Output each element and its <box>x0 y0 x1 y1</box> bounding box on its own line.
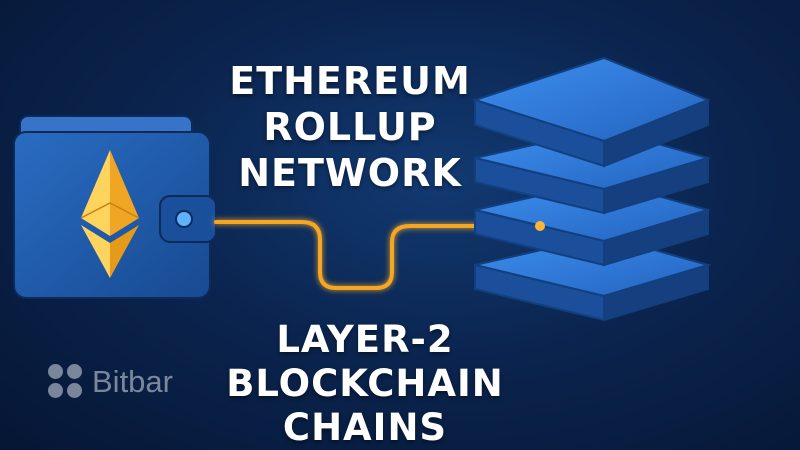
headline-line-2: ROLLUP <box>263 105 437 149</box>
subheadline-line-1: LAYER-2 <box>276 318 454 361</box>
headline-line-3: NETWORK <box>238 151 462 195</box>
watermark-text: Bitbar <box>92 364 173 399</box>
layer-stack-icon <box>471 56 712 322</box>
subheadline: LAYER-2 BLOCKCHAIN CHAINS <box>160 318 570 450</box>
headline: ETHEREUM ROLLUP NETWORK <box>190 58 510 196</box>
bitbar-logo-icon <box>48 364 84 400</box>
ethereum-logo-icon <box>80 150 140 278</box>
subheadline-line-2: BLOCKCHAIN CHAINS <box>226 362 504 449</box>
headline-line-1: ETHEREUM <box>229 59 471 103</box>
watermark: Bitbar <box>48 362 173 402</box>
